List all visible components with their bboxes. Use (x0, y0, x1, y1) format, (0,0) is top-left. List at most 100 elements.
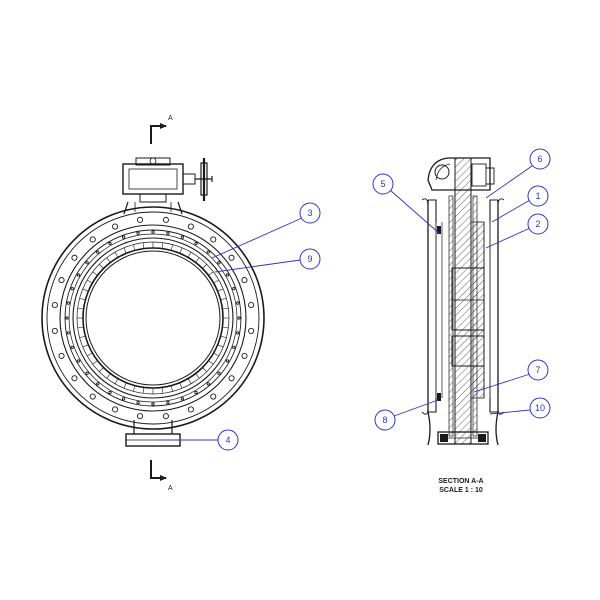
bolt-hole (89, 393, 96, 400)
seat-tick (217, 344, 224, 348)
seat-screw (65, 316, 69, 320)
callout-label-8: 8 (382, 415, 387, 425)
seat-tick (208, 271, 214, 276)
callout-label-10: 10 (535, 403, 545, 413)
seat-tick (99, 367, 104, 372)
seat-tick (106, 373, 111, 379)
seat-screw (232, 345, 236, 350)
seat-tick (217, 288, 224, 292)
seat-screw (206, 382, 210, 386)
bolt-hole (51, 302, 58, 309)
callout-6: 6 (485, 148, 551, 199)
seat-screw (136, 231, 140, 235)
seat-screw (70, 345, 74, 350)
seat-screw (76, 273, 81, 277)
callout-label-7: 7 (535, 365, 540, 375)
seat-tick (142, 242, 145, 249)
seat-screw (76, 359, 81, 363)
bolt-hole (248, 327, 255, 334)
callout-label-1: 1 (535, 191, 540, 201)
bolt-hole (89, 236, 96, 243)
seat-screw (237, 316, 241, 320)
seat-tick (92, 360, 98, 365)
front-view: A A (41, 115, 265, 492)
bolt-hole (248, 302, 255, 309)
bolt-hole (162, 413, 169, 420)
seat-tick (77, 326, 84, 329)
callout-8: 8 (374, 399, 439, 431)
seat-screw (236, 301, 240, 305)
section-view: SECTION A-A SCALE 1 : 10 (421, 157, 505, 494)
section-scale: SCALE 1 : 10 (439, 487, 483, 494)
bolt-hole (162, 216, 169, 223)
outer-bolt-circle (51, 216, 255, 420)
section-mark-top: A (150, 115, 173, 144)
seat-screw (151, 230, 155, 234)
seat-tick (92, 271, 98, 276)
seat-screw (206, 250, 210, 254)
callout-1: 1 (491, 185, 549, 223)
seat-screw (70, 286, 74, 291)
seat-tick (82, 288, 89, 292)
seat-screw (180, 397, 185, 401)
seat-tick (179, 382, 183, 389)
callout-label-3: 3 (307, 208, 312, 218)
seat-screw (217, 371, 221, 375)
seat-screw (136, 401, 140, 405)
section-title: SECTION A-A (438, 478, 483, 485)
bolt-hole (58, 277, 65, 284)
callout-9: 9 (214, 248, 321, 273)
seat-screw (166, 231, 170, 235)
seat-screw (121, 235, 126, 239)
seat-tick (79, 335, 86, 338)
seat-tick (170, 244, 173, 251)
seat-tick (222, 307, 229, 310)
callout-10: 10 (489, 397, 551, 419)
seat-screw (217, 261, 221, 265)
bolt-hole (58, 352, 65, 359)
seat-screw (66, 331, 70, 335)
seat-tick (87, 279, 93, 284)
section-letter-top: A (168, 115, 173, 122)
seat-tick (114, 378, 119, 384)
bolt-hole (187, 223, 194, 230)
callout-label-5: 5 (380, 179, 385, 189)
seat-screw (96, 382, 100, 386)
callout-label-6: 6 (537, 154, 542, 164)
seat-tick (161, 242, 164, 249)
seat-screw (121, 397, 126, 401)
seat-tick (213, 279, 219, 284)
seat-tick (187, 378, 192, 384)
bolt-hole (71, 375, 78, 382)
bolt-hole (241, 277, 248, 284)
bolt-hole (228, 254, 235, 261)
bolt-hole (137, 216, 144, 223)
bolt-hole (241, 352, 248, 359)
seat-segments (77, 242, 229, 394)
body-flange (41, 206, 265, 430)
seat-tick (133, 385, 136, 392)
seat-tick (77, 307, 84, 310)
bolt-hole (51, 327, 58, 334)
seat-tick (123, 247, 127, 254)
seat-screw (180, 235, 185, 239)
seat-tick (114, 252, 119, 258)
seat-tick (220, 335, 227, 338)
callout-5: 5 (372, 173, 441, 235)
callout-2: 2 (485, 213, 549, 249)
seat-screw (194, 390, 198, 395)
seat-screw (66, 301, 70, 305)
seat-screw (236, 331, 240, 335)
bolt-hole (112, 406, 119, 413)
bolt-hole (210, 393, 217, 400)
bolt-hole (112, 223, 119, 230)
callout-7: 7 (473, 359, 549, 393)
seat-screw (96, 250, 100, 254)
seat-screw (194, 241, 198, 246)
seat-screw (108, 241, 112, 246)
seat-tick (142, 387, 145, 394)
section-actuator (427, 157, 495, 191)
callout-3: 3 (211, 202, 321, 259)
seat-tick (82, 344, 89, 348)
